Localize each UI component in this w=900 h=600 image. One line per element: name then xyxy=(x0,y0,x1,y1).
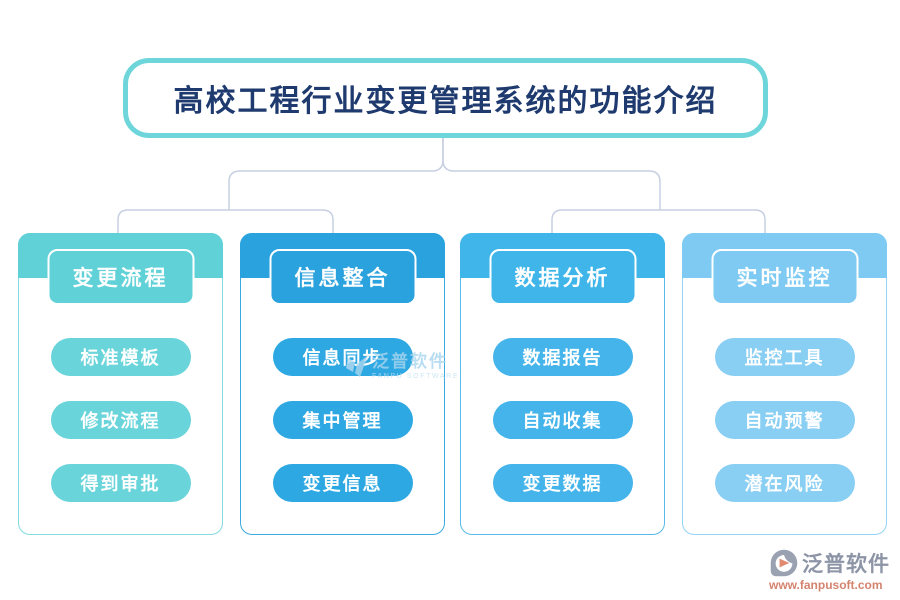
item-pill[interactable]: 集中管理 xyxy=(272,401,413,439)
column-items: 数据报告 自动收集 变更数据 xyxy=(461,338,664,502)
column-info-integration: 信息整合 信息同步 集中管理 变更信息 xyxy=(240,233,445,535)
item-pill[interactable]: 数据报告 xyxy=(492,338,633,376)
column-header[interactable]: 数据分析 xyxy=(489,249,636,305)
column-items: 信息同步 集中管理 变更信息 xyxy=(241,338,444,502)
footer-brand-name: 泛普软件 xyxy=(802,552,890,576)
column-header[interactable]: 变更流程 xyxy=(47,249,194,305)
item-pill[interactable]: 自动预警 xyxy=(714,401,855,439)
column-items: 标准模板 修改流程 得到审批 xyxy=(19,338,222,502)
footer-brand: 泛普软件 www.fanpusoft.com xyxy=(769,548,890,592)
column-change-process: 变更流程 标准模板 修改流程 得到审批 xyxy=(18,233,223,535)
item-pill[interactable]: 潜在风险 xyxy=(714,464,855,502)
item-pill[interactable]: 得到审批 xyxy=(50,464,191,502)
column-realtime-monitor: 实时监控 监控工具 自动预警 潜在风险 xyxy=(682,233,887,535)
item-pill[interactable]: 监控工具 xyxy=(714,338,855,376)
column-header[interactable]: 信息整合 xyxy=(269,249,416,305)
item-pill[interactable]: 信息同步 xyxy=(272,338,413,376)
column-header[interactable]: 实时监控 xyxy=(711,249,858,305)
item-pill[interactable]: 变更信息 xyxy=(272,464,413,502)
item-pill[interactable]: 修改流程 xyxy=(50,401,191,439)
footer-brand-url[interactable]: www.fanpusoft.com xyxy=(769,578,883,592)
column-items: 监控工具 自动预警 潜在风险 xyxy=(683,338,886,502)
fanpu-logo-icon xyxy=(770,549,798,577)
footer-brand-row: 泛普软件 xyxy=(769,548,890,578)
item-pill[interactable]: 变更数据 xyxy=(492,464,633,502)
diagram-title-box: 高校工程行业变更管理系统的功能介绍 xyxy=(123,58,768,138)
item-pill[interactable]: 自动收集 xyxy=(492,401,633,439)
item-pill[interactable]: 标准模板 xyxy=(50,338,191,376)
diagram-title: 高校工程行业变更管理系统的功能介绍 xyxy=(173,85,718,118)
column-data-analysis: 数据分析 数据报告 自动收集 变更数据 xyxy=(460,233,665,535)
